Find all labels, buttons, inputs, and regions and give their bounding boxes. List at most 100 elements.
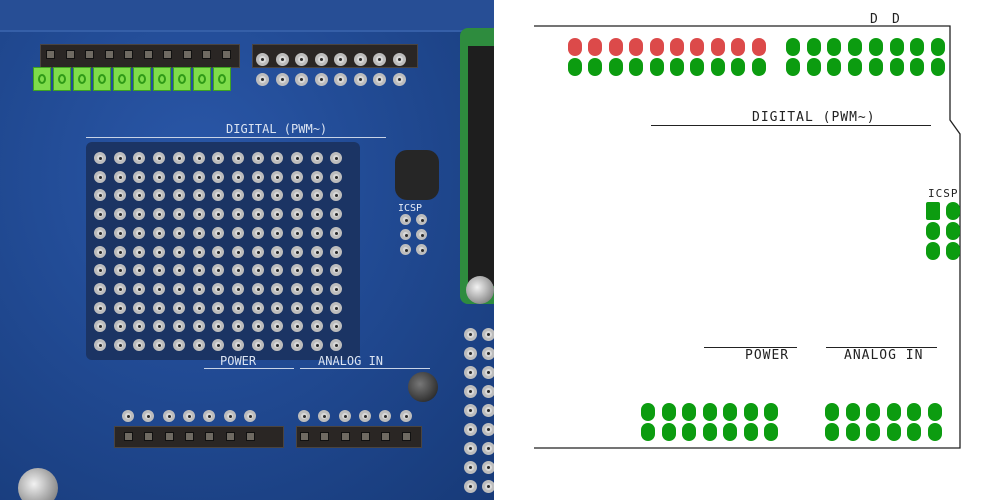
- shield-photo: DIGITAL (PWM~) ICSP POWER ANALOG IN: [0, 0, 494, 500]
- proto-hole-0-8: [251, 152, 264, 164]
- header-pin-9: [221, 50, 231, 59]
- bottom-pin-row2-1: [661, 423, 676, 441]
- bottom-pin-row2-5: [743, 423, 758, 441]
- proto-hole-3-12: [330, 208, 343, 221]
- green-pin-6: [153, 67, 171, 91]
- analog-caption: ANALOG IN: [844, 348, 924, 363]
- side-ring-7-0: [464, 461, 477, 474]
- digital-pin-row1-15: [889, 38, 904, 56]
- icsp-pin-1: [946, 202, 960, 220]
- digital-pin-row2-9: [751, 58, 766, 76]
- proto-hole-3-1: [113, 208, 126, 221]
- side-ring-6-0: [464, 442, 477, 455]
- proto-hole-7-11: [310, 282, 323, 295]
- right-ring-top-3: [314, 53, 328, 66]
- photo-bottom-pin-9: [340, 432, 350, 441]
- proto-hole-2-11: [310, 189, 323, 202]
- side-ring-4-0: [464, 404, 477, 417]
- photo-digital-caption: DIGITAL (PWM~): [226, 122, 328, 136]
- side-ring-4-1: [482, 404, 494, 417]
- proto-hole-7-12: [330, 282, 343, 295]
- photo-bottom-pin-4: [205, 432, 215, 441]
- photo-bottom-pin-7: [300, 432, 309, 441]
- proto-hole-1-5: [192, 170, 205, 183]
- digital-pin-row1-12: [827, 38, 842, 56]
- bottom-pin-row2-4: [723, 423, 737, 441]
- proto-hole-5-7: [231, 245, 244, 258]
- photo-analog-line: [300, 368, 430, 369]
- proto-hole-6-0: [94, 264, 106, 277]
- green-pin-5: [133, 67, 151, 91]
- proto-hole-1-8: [251, 170, 264, 183]
- right-ring-top-0: [256, 53, 269, 66]
- bottom-pin-row1-6: [764, 403, 778, 421]
- green-pin-0: [33, 67, 51, 91]
- digital-pin-row2-12: [827, 58, 842, 76]
- photo-bottom-pin-3: [184, 432, 194, 441]
- proto-hole-9-4: [172, 320, 185, 333]
- proto-hole-0-12: [330, 152, 343, 164]
- photo-bottom-ring-3: [182, 410, 195, 422]
- proto-hole-10-0: [94, 339, 106, 351]
- proto-hole-2-5: [192, 189, 205, 202]
- digital-pin-row1-4: [649, 38, 664, 56]
- proto-hole-3-7: [231, 208, 244, 221]
- header-pin-3: [104, 50, 114, 59]
- side-ring-3-0: [464, 385, 477, 398]
- digital-pin-row1-1: [588, 38, 603, 56]
- proto-hole-2-3: [153, 189, 166, 202]
- header-pin-0: [46, 50, 55, 59]
- proto-hole-1-6: [212, 170, 225, 183]
- digital-caption-line: [651, 125, 931, 126]
- green-board: [460, 28, 494, 304]
- proto-hole-3-3: [153, 208, 166, 221]
- proto-hole-9-8: [251, 320, 264, 333]
- proto-hole-4-6: [212, 226, 225, 239]
- photo-bottom-ring-0: [122, 410, 134, 422]
- header-pin-4: [124, 50, 133, 59]
- photo-icsp-pin-2-0: [400, 244, 411, 255]
- proto-hole-5-3: [153, 245, 166, 258]
- green-pin-8: [193, 67, 211, 91]
- photo-bottom-ring-12: [399, 410, 412, 422]
- photo-icsp-pin-1-1: [416, 229, 427, 240]
- photo-bottom-ring-6: [243, 410, 256, 422]
- digital-pin-row2-17: [930, 58, 945, 76]
- digital-pin-row2-7: [710, 58, 725, 76]
- header-pin-6: [163, 50, 172, 59]
- bottom-pin-row1-4: [723, 403, 737, 421]
- green-pin-2: [73, 67, 91, 91]
- right-ring-top-2: [295, 53, 308, 66]
- right-ring-bottom-0: [256, 73, 269, 86]
- digital-pin-row1-13: [848, 38, 863, 56]
- proto-hole-6-6: [212, 264, 225, 277]
- proto-hole-10-8: [251, 339, 264, 351]
- proto-hole-7-2: [133, 282, 146, 295]
- bottom-pin-row2-6: [764, 423, 778, 441]
- proto-hole-2-4: [172, 189, 185, 202]
- header-pin-7: [182, 50, 192, 59]
- proto-hole-8-0: [94, 301, 106, 314]
- digital-pin-row1-3: [629, 38, 644, 56]
- digital-pin-row2-2: [608, 58, 623, 76]
- photo-bottom-ring-1: [142, 410, 155, 422]
- proto-hole-0-5: [192, 152, 205, 164]
- proto-hole-6-3: [153, 264, 166, 277]
- bottom-pin-row1-1: [661, 403, 676, 421]
- pcb-top-edge: [0, 0, 494, 32]
- side-ring-1-0: [464, 347, 477, 360]
- side-ring-8-0: [464, 480, 477, 493]
- screw-right: [466, 276, 494, 304]
- proto-hole-3-0: [94, 208, 106, 221]
- proto-hole-5-8: [251, 245, 264, 258]
- right-ring-top-6: [373, 53, 386, 66]
- proto-hole-4-2: [133, 226, 146, 239]
- proto-hole-4-3: [153, 226, 166, 239]
- proto-hole-10-4: [172, 339, 185, 351]
- proto-hole-5-12: [330, 245, 343, 258]
- proto-hole-10-11: [310, 339, 323, 351]
- proto-hole-4-4: [172, 226, 185, 239]
- proto-hole-6-12: [330, 264, 343, 277]
- proto-hole-1-12: [330, 170, 343, 183]
- proto-hole-3-2: [133, 208, 146, 221]
